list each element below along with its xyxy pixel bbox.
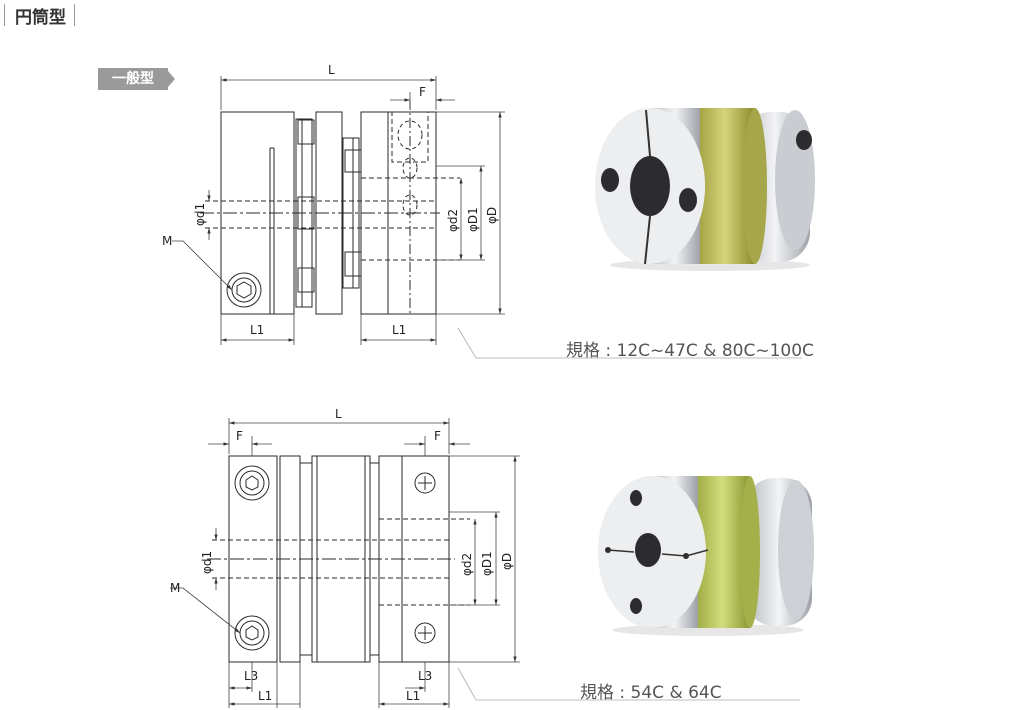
- d1-label-L1-left: L1: [250, 323, 264, 337]
- d2-screw-top-right: [414, 472, 436, 494]
- title-divider-right: [74, 4, 75, 26]
- d2-screw-m: [234, 615, 270, 651]
- d1-label-L: L: [328, 63, 335, 77]
- drawing-2-dimensions: [170, 418, 800, 708]
- d2-label-L3-left: L3: [244, 669, 258, 683]
- d1-label-L1-right: L1: [392, 323, 406, 337]
- d1-label-D1: φD1: [466, 207, 480, 232]
- d2-label-d1: φd1: [200, 551, 214, 574]
- coupling-photo-2: [598, 476, 814, 636]
- d1-label-d2: φd2: [446, 209, 460, 232]
- drawing-1-labels: L F M L1 L1 φd1 φd2 φD1 φD: [162, 63, 499, 337]
- d2-screw-bottom-right: [414, 622, 436, 644]
- tag-arrow-icon: [168, 71, 175, 87]
- d2-label-D: φD: [500, 553, 514, 570]
- d2-label-L1-right: L1: [406, 689, 420, 703]
- spec-label-1: 規格 : 12C~47C & 80C~100C: [566, 341, 814, 361]
- d1-label-d1: φd1: [193, 203, 207, 226]
- coupling-photo-1: [595, 108, 815, 271]
- d2-label-L3-right: L3: [418, 669, 432, 683]
- spec-label-2: 規格 : 54C & 64C: [580, 683, 722, 703]
- d2-screw-top-left: [234, 465, 270, 501]
- tag-background: [98, 68, 168, 90]
- type-tag: 一般型: [98, 68, 176, 90]
- d2-label-L1-left: L1: [258, 689, 272, 703]
- tag-label: 一般型: [112, 71, 154, 87]
- d1-screw-m: [226, 272, 262, 308]
- drawing-1: [200, 100, 460, 315]
- d2-label-d2: φd2: [460, 553, 474, 576]
- drawing-2-labels: L F F M L3 L1 L3 L1 φd1 φd2 φD1 φD: [170, 407, 514, 703]
- title-divider-left: [4, 4, 5, 26]
- d2-label-F-right: F: [434, 429, 441, 443]
- d2-label-L: L: [335, 407, 342, 421]
- section-title-text: 円筒型: [15, 7, 66, 28]
- d1-label-D: φD: [485, 207, 499, 224]
- section-title: 円筒型: [4, 2, 75, 28]
- d2-label-F-left: F: [236, 429, 243, 443]
- d2-label-M: M: [170, 581, 180, 595]
- d2-label-D1: φD1: [480, 551, 494, 576]
- drawing-2: [207, 455, 470, 663]
- drawing-1-dimensions: [172, 76, 802, 359]
- d1-label-M: M: [162, 234, 172, 248]
- d1-label-F: F: [419, 85, 426, 99]
